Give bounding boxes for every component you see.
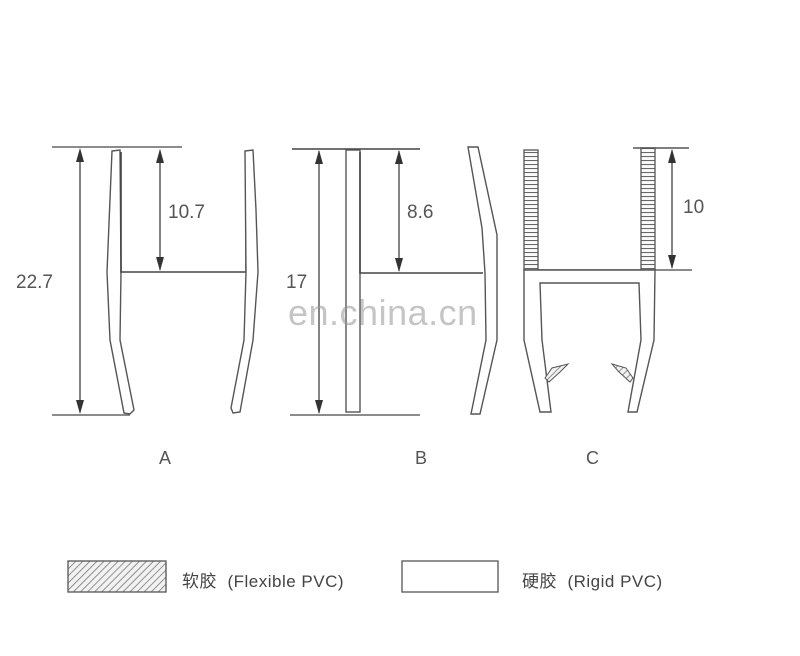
legend-swatch-flexible bbox=[67, 560, 167, 593]
dim-a-inner-depth: 10.7 bbox=[168, 202, 205, 223]
profile-c bbox=[523, 147, 692, 413]
legend-swatch-rigid bbox=[401, 560, 499, 593]
dim-c-flexible-depth: 10 bbox=[683, 197, 705, 218]
dim-b-inner-depth: 8.6 bbox=[407, 202, 434, 223]
legend-label-rigid: 硬胶 (Rigid PVC) bbox=[522, 572, 663, 591]
profile-label-b: B bbox=[415, 448, 428, 468]
dim-a-total-height: 22.7 bbox=[16, 272, 53, 293]
profile-label-c: C bbox=[586, 448, 599, 468]
profile-label-a: A bbox=[159, 448, 172, 468]
profile-b bbox=[290, 146, 498, 416]
legend-label-flexible: 软胶 (Flexible PVC) bbox=[182, 572, 345, 591]
dim-b-total-height: 17 bbox=[286, 272, 308, 293]
profile-a bbox=[52, 146, 259, 416]
watermark: en.china.cn bbox=[288, 292, 478, 333]
